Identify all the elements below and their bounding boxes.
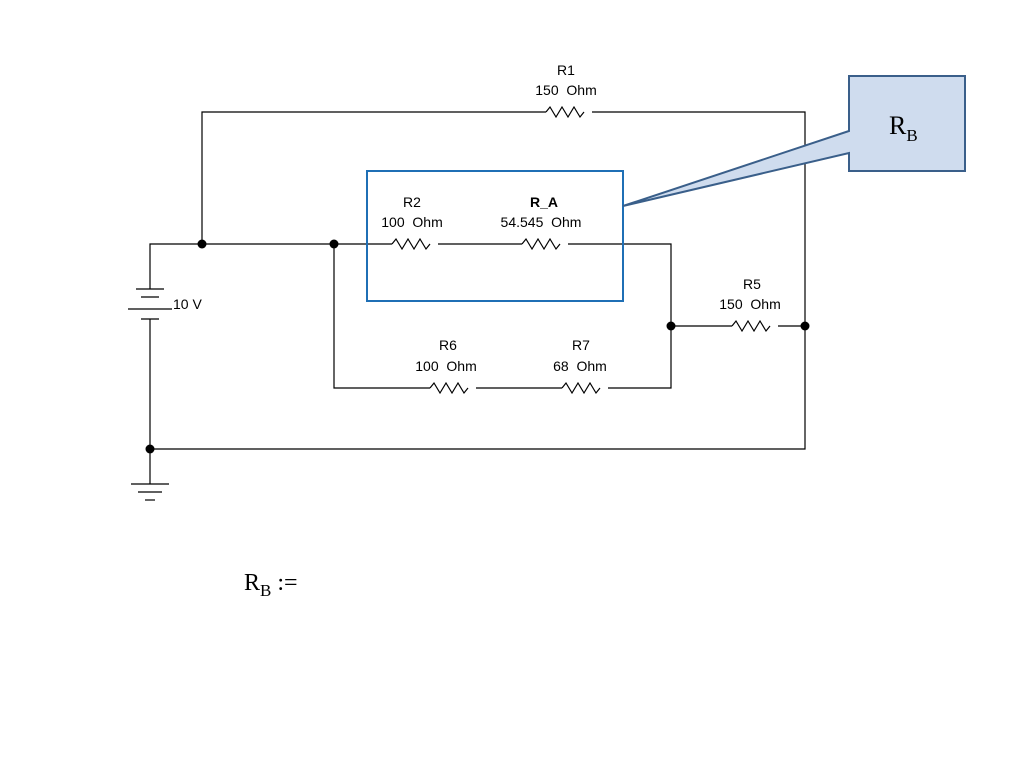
wire-r6-r7-branch: [333, 244, 672, 389]
r1-name: R1: [557, 62, 575, 78]
wires: [149, 111, 806, 484]
r7-name: R7: [572, 337, 590, 353]
resistor-ra: [521, 237, 561, 251]
battery-symbol: [128, 288, 172, 320]
callout-rb: RB: [622, 75, 966, 207]
wire-r1-loop: [150, 111, 806, 450]
junction-dot: [145, 444, 155, 454]
r5-value: 150 Ohm: [719, 296, 780, 312]
resistor-r6: [429, 381, 469, 395]
wire-top-rail: [149, 243, 334, 289]
resistor-r7: [561, 381, 601, 395]
junction-dot: [329, 239, 339, 249]
r2-name: R2: [403, 194, 421, 210]
ra-value: 54.545 Ohm: [501, 214, 582, 230]
source-label: 10 V: [173, 296, 202, 312]
junction-dot: [666, 321, 676, 331]
r6-value: 100 Ohm: [415, 358, 476, 374]
highlight-box: [366, 170, 624, 302]
r2-value: 100 Ohm: [381, 214, 442, 230]
equation-rb: RB:=: [244, 570, 298, 600]
resistor-r2: [391, 237, 431, 251]
junction-dot: [197, 239, 207, 249]
r1-value: 150 Ohm: [535, 82, 596, 98]
ground-symbol: [131, 483, 169, 501]
resistor-r5: [731, 319, 771, 333]
ra-name: R_A: [530, 194, 558, 210]
junction-dots: [145, 239, 810, 454]
junction-dot: [800, 321, 810, 331]
r5-name: R5: [743, 276, 761, 292]
r7-value: 68 Ohm: [553, 358, 607, 374]
wire-r2-ra-branch: [334, 243, 672, 326]
resistor-r1: [545, 105, 585, 119]
callout-label: RB: [889, 111, 918, 145]
r6-name: R6: [439, 337, 457, 353]
callout-shape: [622, 75, 966, 207]
